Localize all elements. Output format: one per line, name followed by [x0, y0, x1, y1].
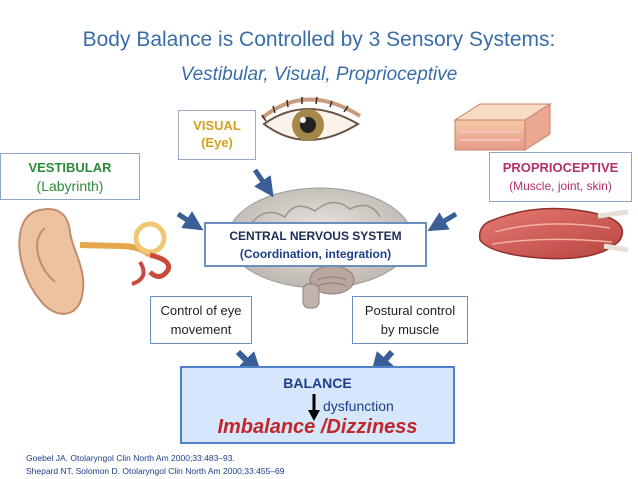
reference-1: Goebel JA. Otolaryngol Clin North Am 200…: [26, 453, 235, 463]
page-subtitle: Vestibular, Visual, Proprioceptive: [180, 64, 458, 85]
vestibular-detail: (Labyrinth): [36, 178, 104, 194]
arrow-visual: [252, 168, 274, 198]
eye-control-box: Control of eye movement: [150, 296, 252, 344]
proprioceptive-name: PROPRIOCEPTIVE: [502, 160, 619, 175]
arrow-posture-to-balance: [370, 350, 395, 378]
balance-label: BALANCE: [283, 375, 352, 391]
eye-illustration: [260, 96, 362, 141]
visual-box: VISUAL (Eye): [178, 110, 256, 160]
vestibular-name: VESTIBULAR: [28, 160, 112, 175]
dysfunction-label: dysfunction: [323, 398, 394, 414]
cns-name: CENTRAL NERVOUS SYSTEM: [229, 229, 402, 243]
skin-illustration: [453, 103, 552, 151]
balance-box: BALANCE dysfunction Imbalance /Dizziness: [180, 366, 455, 444]
imbalance-label: Imbalance /Dizziness: [217, 416, 418, 438]
arrow-vestibular: [176, 211, 204, 231]
eye-control-text: Control of eye movement: [160, 303, 242, 337]
arrow-eye-to-balance: [235, 349, 263, 377]
cns-detail: (Coordination, integration): [239, 247, 392, 261]
visual-name: VISUAL: [193, 118, 241, 133]
proprioceptive-box: PROPRIOCEPTIVE (Muscle, joint, skin): [489, 152, 632, 202]
proprioceptive-detail: (Muscle, joint, skin): [509, 179, 612, 193]
visual-detail: (Eye): [201, 135, 233, 150]
arrow-proprioceptive: [427, 211, 458, 232]
cns-box: CENTRAL NERVOUS SYSTEM (Coordination, in…: [204, 222, 427, 267]
ear-illustration: [18, 208, 172, 315]
muscle-illustration: [478, 207, 629, 260]
down-arrow-icon: [308, 394, 320, 421]
postural-control-text: Postural control by muscle: [364, 303, 456, 337]
reference-2: Shepard NT, Solomon D. Otolaryngol Clin …: [26, 466, 285, 476]
vestibular-box: VESTIBULAR (Labyrinth): [0, 153, 140, 200]
postural-control-box: Postural control by muscle: [352, 296, 468, 344]
page-title: Body Balance is Controlled by 3 Sensory …: [82, 28, 556, 51]
